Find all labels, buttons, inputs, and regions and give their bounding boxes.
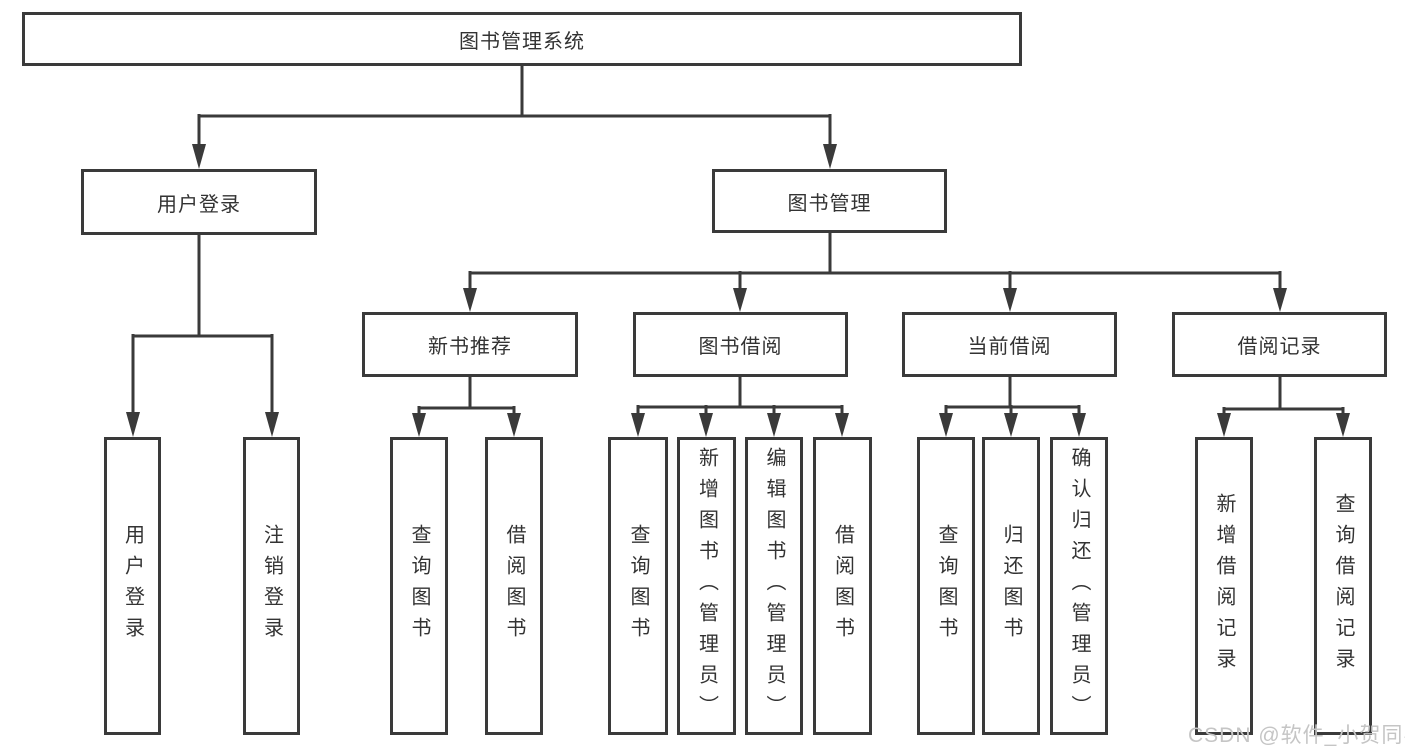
leaf-label: 查询图书 bbox=[935, 524, 957, 648]
node-label: 用户登录 bbox=[157, 193, 241, 216]
leaf-add-book-admin: 新增图书（管理员） bbox=[677, 437, 736, 735]
leaf-label: 借阅图书 bbox=[831, 524, 854, 648]
node-library-management-system: 图书管理系统 bbox=[22, 12, 1022, 66]
node-label: 图书管理 bbox=[787, 192, 872, 215]
node-label: 借阅记录 bbox=[1237, 336, 1322, 358]
leaf-label: 注销登录 bbox=[260, 524, 283, 648]
node-current-borrowing: 当前借阅 bbox=[902, 312, 1117, 377]
leaf-add-borrow-record: 新增借阅记录 bbox=[1195, 437, 1253, 735]
node-user-login: 用户登录 bbox=[81, 169, 317, 235]
leaf-logout: 注销登录 bbox=[243, 437, 300, 735]
leaf-label: 归还图书 bbox=[1000, 524, 1022, 648]
leaf-label: 编辑图书（管理员） bbox=[763, 446, 785, 726]
node-label: 图书管理系统 bbox=[459, 30, 585, 53]
leaf-label: 借阅图书 bbox=[503, 524, 525, 648]
leaf-return-book: 归还图书 bbox=[982, 437, 1040, 735]
node-new-book-recommendation: 新书推荐 bbox=[362, 312, 578, 377]
leaf-edit-book-admin: 编辑图书（管理员） bbox=[745, 437, 803, 735]
leaf-label: 查询图书 bbox=[408, 524, 430, 648]
leaf-query-books-2: 查询图书 bbox=[608, 437, 668, 735]
leaf-user-login: 用户登录 bbox=[104, 437, 161, 735]
leaf-label: 用户登录 bbox=[121, 524, 144, 648]
node-label: 新书推荐 bbox=[428, 336, 512, 358]
leaf-query-books: 查询图书 bbox=[390, 437, 448, 735]
leaf-borrow-books: 借阅图书 bbox=[485, 437, 543, 735]
leaf-label: 确认归还（管理员） bbox=[1068, 446, 1090, 726]
node-book-borrowing: 图书借阅 bbox=[633, 312, 848, 377]
leaf-borrow-books-2: 借阅图书 bbox=[813, 437, 872, 735]
node-label: 图书借阅 bbox=[698, 336, 783, 358]
node-borrowing-records: 借阅记录 bbox=[1172, 312, 1387, 377]
leaf-query-borrow-record: 查询借阅记录 bbox=[1314, 437, 1372, 735]
csdn-watermark: CSDN @软件_小贺同学 bbox=[1188, 724, 1405, 747]
leaf-label: 新增图书（管理员） bbox=[695, 446, 718, 726]
leaf-confirm-return-admin: 确认归还（管理员） bbox=[1050, 437, 1108, 735]
node-book-management: 图书管理 bbox=[712, 169, 947, 233]
leaf-label: 查询借阅记录 bbox=[1332, 493, 1354, 679]
leaf-query-books-3: 查询图书 bbox=[917, 437, 975, 735]
leaf-label: 查询图书 bbox=[627, 524, 649, 648]
node-label: 当前借阅 bbox=[967, 336, 1052, 358]
leaf-label: 新增借阅记录 bbox=[1213, 493, 1235, 679]
